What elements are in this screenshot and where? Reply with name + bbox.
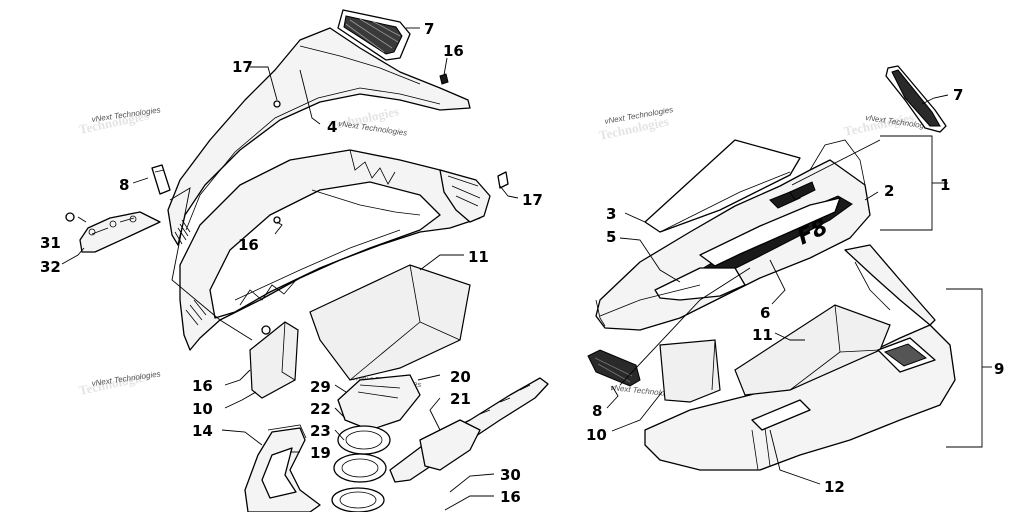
callout-5: 5: [606, 228, 616, 246]
callout-14: 14: [192, 422, 213, 440]
callout-32: 32: [40, 258, 61, 276]
callout-29: 29: [310, 378, 331, 396]
leaders-right: [606, 94, 992, 485]
callout-16-top: 16: [443, 42, 464, 60]
callout-12: 12: [824, 478, 845, 496]
callout-21: 21: [450, 390, 471, 408]
callout-17-upper: 17: [232, 58, 253, 76]
hood-nose-assembly: [179, 149, 491, 351]
callout-10-right: 10: [586, 426, 607, 444]
part-4-upper-side-panel: [167, 27, 471, 246]
part-1-upper-hood-panel: F8: [595, 139, 871, 331]
fasteners-left: [261, 73, 509, 335]
leaders-left: [61, 27, 519, 511]
callout-3: 3: [606, 205, 616, 223]
callout-17-right: 17: [522, 191, 543, 209]
part-8-grille-right: [587, 349, 641, 387]
part-9-lower-side-panel: [644, 244, 956, 471]
callout-8-left: 8: [119, 176, 129, 194]
callout-30: 30: [500, 466, 521, 484]
callout-23: 23: [310, 422, 331, 440]
callout-16-low: 16: [192, 377, 213, 395]
callout-11-left: 11: [468, 248, 489, 266]
callout-6: 6: [760, 304, 770, 322]
callout-10-left: 10: [192, 400, 213, 418]
part-7-vent-grille-right: [885, 65, 947, 133]
part-31-32-bracket: [65, 211, 161, 253]
callout-19: 19: [310, 444, 331, 462]
parts-22-23-rings: [331, 425, 391, 512]
callout-16-mid: 16: [238, 236, 259, 254]
callout-1: 1: [940, 176, 950, 194]
callout-20: 20: [450, 368, 471, 386]
callout-7-left: 7: [424, 20, 434, 38]
callout-16-bottom: 16: [500, 488, 521, 506]
part-10-block-right: [659, 339, 721, 403]
callout-7-right: 7: [953, 86, 963, 104]
part-11-foam-pad-left: [309, 264, 471, 381]
part-14-19-headlight-housing: [244, 424, 321, 512]
callouts: 7 16 17 4 8 17 16 31 32 11 16 10 29 20 2…: [40, 20, 1004, 512]
callout-2: 2: [884, 182, 894, 200]
callout-15: 15: [500, 510, 521, 512]
lower-inner-panels: [337, 374, 549, 483]
callout-31: 31: [40, 234, 61, 252]
part-8-bracket-left: [151, 164, 171, 195]
callout-11-right: 11: [752, 326, 773, 344]
callout-8-right: 8: [592, 402, 602, 420]
callout-22: 22: [310, 400, 331, 418]
callout-4: 4: [327, 118, 337, 136]
part-7-vent-grille: [337, 9, 411, 61]
part-10-block-left: [249, 321, 299, 399]
callout-9: 9: [994, 360, 1004, 378]
